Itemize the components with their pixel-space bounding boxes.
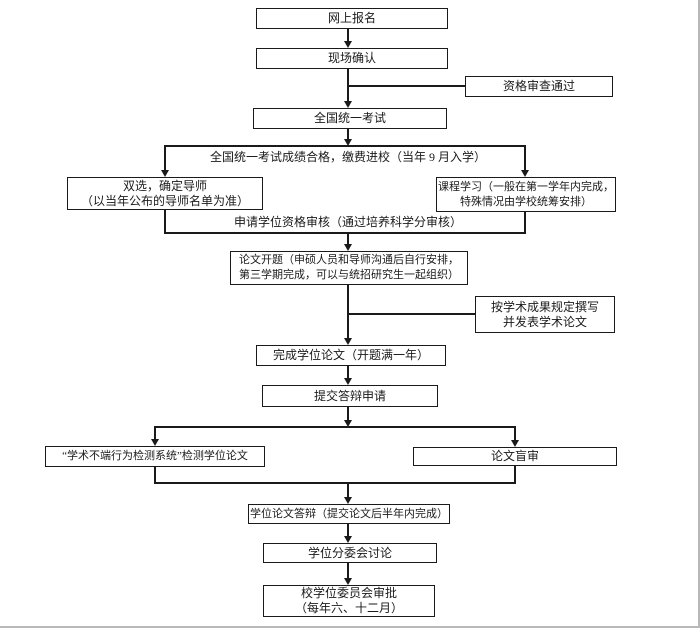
connector-line	[347, 366, 349, 378]
arrow-down-icon	[344, 536, 352, 543]
node-label: 论文开题（申硕人员和导师沟通后自行安排，	[239, 254, 459, 266]
flow-node-thesis-defense: 学位论文答辩（提交论文后半年内完成）	[248, 504, 450, 524]
node-label: “学术不端行为检测系统”检测学位论文	[62, 450, 248, 462]
connector-line	[164, 210, 166, 234]
connector-line	[347, 28, 349, 41]
node-label: 全国统一考试	[313, 111, 386, 125]
flow-node-qualification-review-passed: 资格审查通过	[465, 76, 613, 97]
flow-node-thesis-proposal: 论文开题（申硕人员和导师沟通后自行安排， 第三学期完成，可以与统招研究生一起组织…	[230, 251, 468, 285]
flow-node-academic-papers: 按学术成果规定撰写 并发表学术论文	[475, 296, 615, 333]
flow-node-defense-application: 提交答辩申请	[262, 385, 438, 407]
arrow-down-icon	[344, 244, 352, 251]
arrow-down-icon	[344, 378, 352, 385]
node-label: 论文盲审	[490, 449, 539, 463]
edge-label-exam-passed: 全国统一考试成绩合格，缴费进校（当年 9 月入学）	[209, 150, 486, 164]
connector-line	[514, 466, 516, 483]
arrow-down-icon	[344, 41, 352, 48]
connector-line	[514, 426, 516, 440]
node-label: 资格审查通过	[502, 79, 575, 93]
connector-line	[347, 407, 349, 420]
arrow-down-icon	[521, 170, 529, 177]
node-label: 课程学习（一般在第一学年内完成，	[438, 180, 614, 193]
connector-line	[347, 484, 349, 497]
connector-line	[347, 234, 349, 244]
node-label: 第三学期完成，可以与统招研究生一起组织）	[239, 269, 459, 281]
arrow-down-icon	[151, 439, 159, 446]
arrow-down-icon	[161, 170, 169, 177]
edge-label-degree-qualification-review: 申请学位资格审核（通过培养科学分审核）	[233, 215, 462, 229]
connector-line	[524, 145, 526, 170]
node-label: （每年六、十二月）	[294, 601, 403, 615]
connector-line	[347, 285, 349, 338]
flow-node-blind-review: 论文盲审	[413, 447, 617, 466]
connector-line	[347, 85, 465, 87]
arrow-down-icon	[344, 139, 352, 146]
connector-line	[154, 426, 156, 439]
connector-line	[347, 313, 475, 315]
arrow-down-icon	[511, 440, 519, 447]
node-label: （以当年公布的导师名单为准）	[80, 193, 249, 208]
flow-node-onsite-confirmation: 现场确认	[256, 48, 448, 69]
connector-line	[347, 563, 349, 578]
flow-node-complete-thesis: 完成学位论文（开题满一年）	[256, 345, 446, 366]
node-label: 双选，确定导师	[122, 178, 207, 193]
node-label: 并发表学术论文	[502, 314, 587, 329]
node-label: 学位论文答辩（提交论文后半年内完成）	[250, 507, 448, 520]
flow-node-course-study: 课程学习（一般在第一学年内完成， 特殊情况由学校统筹安排）	[436, 177, 616, 212]
connector-line	[164, 232, 526, 234]
connector-line	[524, 212, 526, 234]
connector-line	[164, 145, 166, 170]
arrow-down-icon	[344, 497, 352, 504]
flow-node-online-registration: 网上报名	[256, 8, 448, 29]
connector-line	[154, 467, 156, 483]
arrow-down-icon	[344, 578, 352, 585]
connector-line	[154, 426, 516, 428]
node-label: 网上报名	[327, 11, 376, 25]
node-label: 按学术成果规定撰写	[490, 299, 599, 314]
arrow-down-icon	[344, 338, 352, 345]
flow-node-degree-subcommittee: 学位分委会讨论	[263, 543, 437, 563]
flow-node-university-degree-committee: 校学位委员会审批 （每年六、十二月）	[263, 585, 435, 617]
connector-line	[347, 129, 349, 139]
node-label: 完成学位论文（开题满一年）	[272, 348, 429, 362]
node-label: 提交答辩申请	[313, 388, 386, 403]
node-label: 校学位委员会审批	[300, 586, 397, 600]
connector-line	[164, 145, 526, 147]
connector-line	[347, 524, 349, 536]
flow-node-mentor-selection: 双选，确定导师 （以当年公布的导师名单为准）	[67, 177, 263, 210]
connector-line	[154, 482, 516, 484]
node-label: 学位分委会讨论	[307, 545, 392, 560]
arrow-down-icon	[344, 101, 352, 108]
flow-node-plagiarism-check: “学术不端行为检测系统”检测学位论文	[45, 446, 265, 467]
node-label: 现场确认	[327, 51, 376, 65]
node-label: 特殊情况由学校统筹安排）	[460, 195, 592, 208]
flow-node-national-unified-exam: 全国统一考试	[253, 108, 447, 129]
arrow-down-icon	[344, 420, 352, 427]
